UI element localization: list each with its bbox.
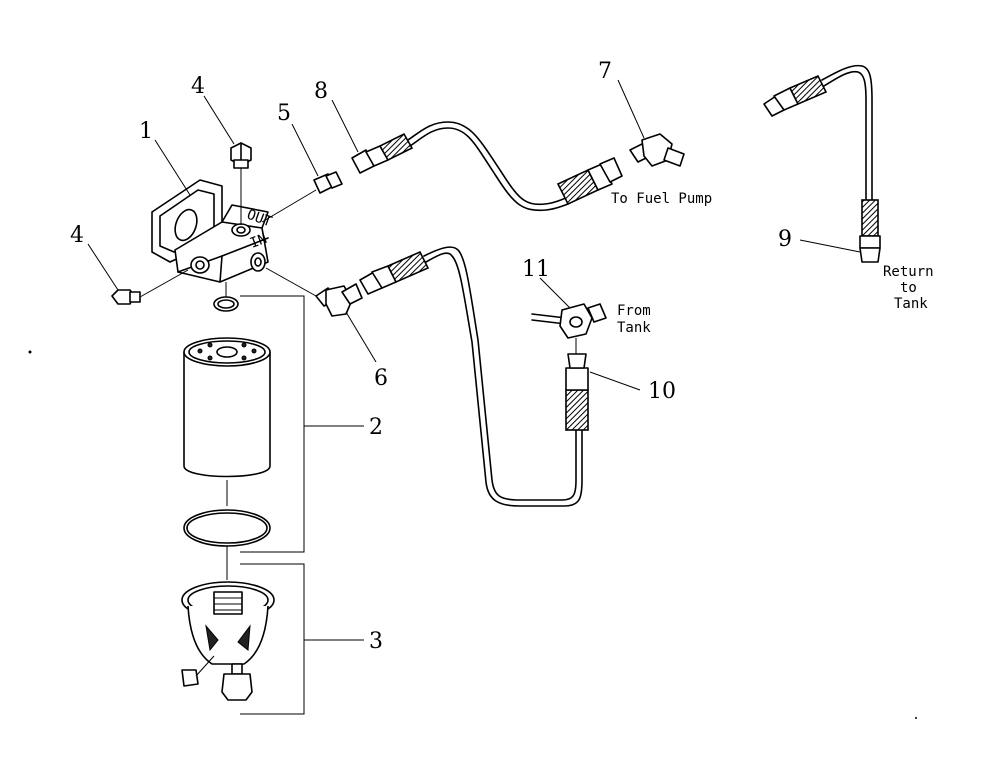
filter-bowl — [181, 581, 275, 701]
callout-7: 7 — [598, 59, 612, 84]
connector-5 — [261, 171, 343, 223]
callout-3: 3 — [369, 629, 383, 654]
note-from-tank-line1: From — [617, 303, 651, 319]
note-from-tank-line2: Tank — [617, 320, 651, 336]
callout-6: 6 — [374, 366, 388, 391]
callout-9: 9 — [778, 227, 792, 252]
speck — [915, 717, 917, 719]
tee-11 — [531, 303, 607, 354]
note-to-fuel-pump: To Fuel Pump — [611, 191, 712, 207]
callout-11: 11 — [522, 257, 550, 282]
filter-head-bracket: OUT IN — [151, 179, 274, 283]
callout-4-left: 4 — [70, 223, 84, 248]
callout-10: 10 — [648, 379, 676, 404]
note-return-line2: to — [900, 280, 917, 296]
filter-element — [183, 282, 271, 580]
hose-8 — [351, 121, 623, 212]
callout-8: 8 — [314, 79, 328, 104]
callout-1: 1 — [139, 119, 153, 144]
head-in-marking: IN — [248, 231, 269, 252]
callout-5: 5 — [277, 101, 291, 126]
hose-9 — [763, 64, 881, 263]
speck — [28, 350, 32, 354]
callout-2: 2 — [369, 415, 383, 440]
note-return-line3: Tank — [894, 296, 928, 312]
bracket-2 — [240, 295, 364, 553]
plug-left — [111, 269, 189, 305]
plug-top — [230, 142, 252, 225]
elbow-6 — [265, 267, 363, 317]
leader-lines — [87, 79, 861, 391]
elbow-7 — [629, 133, 685, 167]
callout-4-top: 4 — [191, 74, 205, 99]
bracket-3 — [240, 563, 364, 715]
hose-from-tank — [359, 246, 589, 507]
note-return-line1: Return — [883, 264, 934, 280]
